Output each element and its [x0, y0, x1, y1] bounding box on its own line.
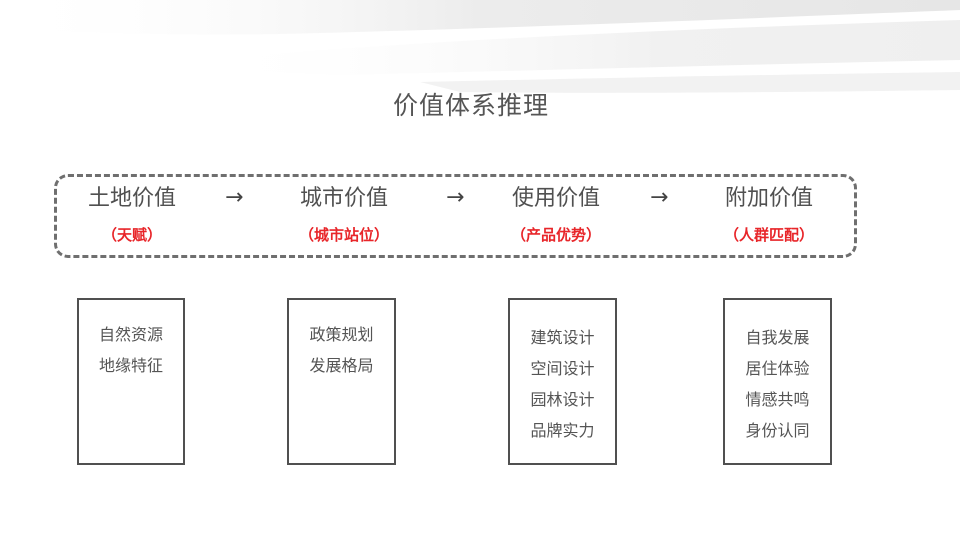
- stage-added-value: 附加价值 （人群匹配）: [689, 184, 849, 246]
- stage-note: （天赋）: [101, 226, 162, 244]
- detail-item: 园林设计: [530, 390, 595, 409]
- detail-item: 身份认同: [745, 421, 810, 440]
- stage-name: 附加价值: [724, 186, 813, 211]
- use-value-details-box: 建筑设计 空间设计 园林设计 品牌实力: [508, 298, 617, 465]
- detail-item: 空间设计: [530, 359, 595, 378]
- stage-name: 城市价值: [299, 186, 388, 211]
- stage-name: 土地价值: [87, 186, 176, 211]
- stage-note: （产品优势）: [510, 226, 601, 244]
- detail-item: 情感共鸣: [745, 390, 810, 409]
- page-title: 价值体系推理: [0, 86, 960, 122]
- value-chain-frame: [54, 174, 857, 258]
- detail-item: 地缘特征: [98, 356, 163, 375]
- land-value-details-box: 自然资源 地缘特征: [77, 298, 185, 465]
- city-value-details-box: 政策规划 发展格局: [287, 298, 396, 465]
- stage-use-value: 使用价值 （产品优势）: [476, 184, 636, 246]
- detail-item: 居住体验: [745, 359, 810, 378]
- stage-note: （人群匹配）: [723, 226, 814, 244]
- detail-item: 自我发展: [745, 328, 810, 347]
- arrow-right-icon: →: [225, 185, 244, 210]
- arrow-right-icon: →: [650, 185, 669, 210]
- detail-item: 建筑设计: [530, 328, 595, 347]
- added-value-details-box: 自我发展 居住体验 情感共鸣 身份认同: [723, 298, 832, 465]
- arrow-right-icon: →: [446, 185, 465, 210]
- page-title-text: 价值体系推理: [392, 91, 549, 120]
- detail-item: 发展格局: [309, 356, 374, 375]
- detail-item: 品牌实力: [530, 421, 595, 440]
- stage-city-value: 城市价值 （城市站位）: [264, 184, 424, 246]
- detail-item: 政策规划: [309, 325, 374, 344]
- stage-name: 使用价值: [511, 186, 600, 211]
- background-swoosh: [0, 0, 960, 93]
- stage-land-value: 土地价值 （天赋）: [52, 184, 212, 246]
- stage-note: （城市站位）: [298, 226, 389, 244]
- detail-item: 自然资源: [98, 325, 163, 344]
